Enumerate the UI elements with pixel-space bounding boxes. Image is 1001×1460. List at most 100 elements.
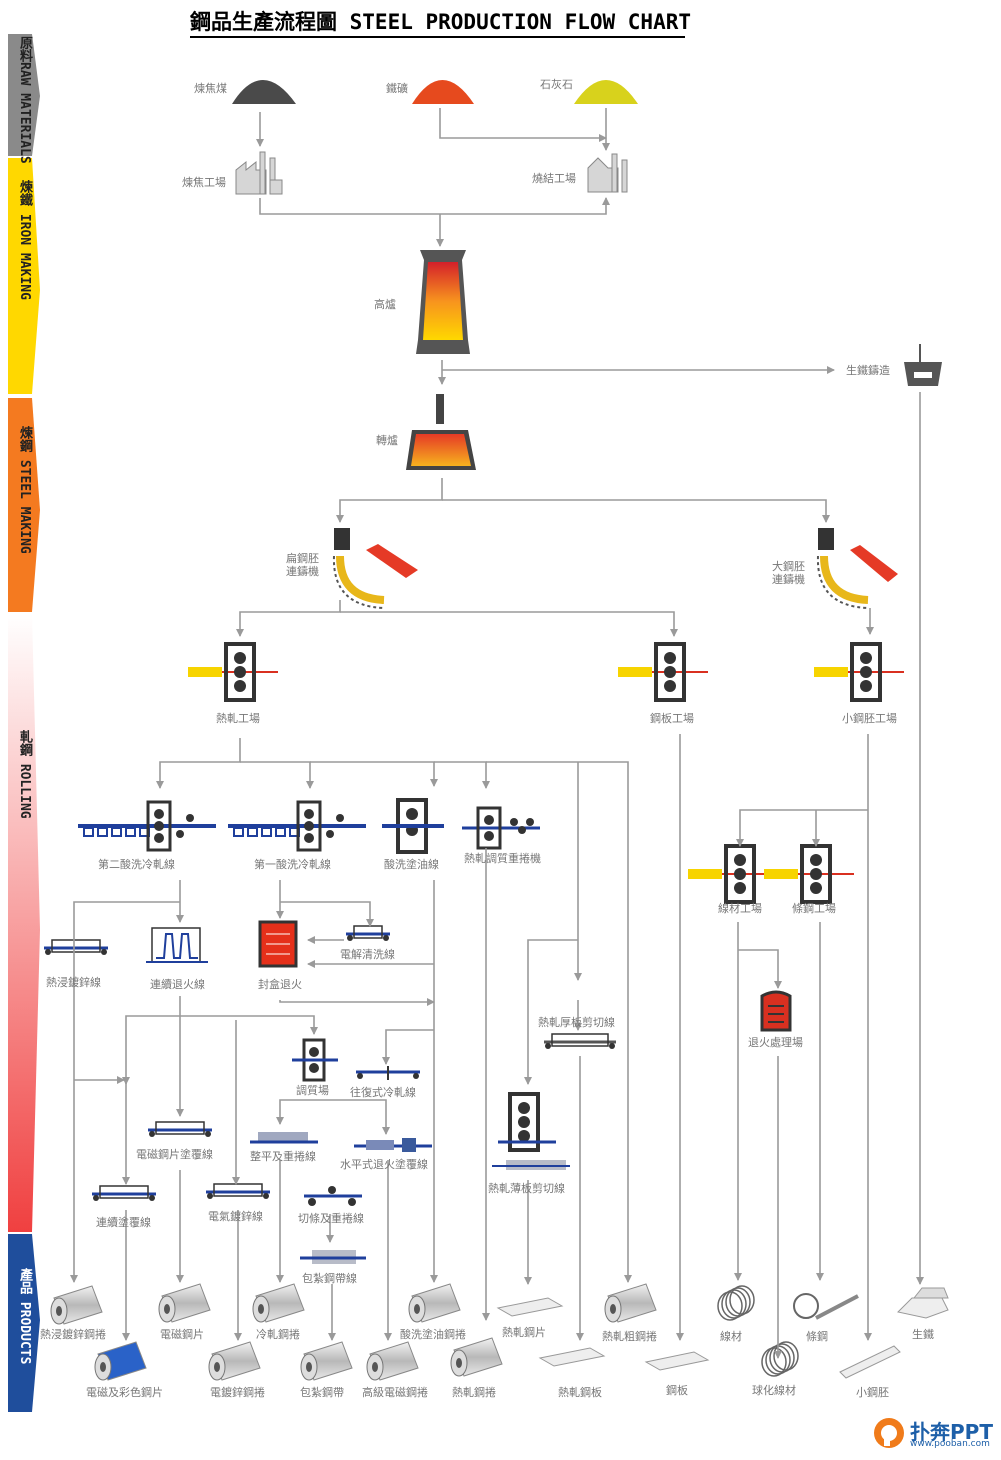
product-label-ep-color-sheet: 電磁及彩色鋼片 xyxy=(86,1386,163,1399)
cold-mill-1-icon-tank-1 xyxy=(233,827,244,837)
horiz-anneal-coater xyxy=(402,1138,416,1152)
slab-caster-tundish xyxy=(334,528,350,550)
cold-mill-1-icon-stand xyxy=(296,800,322,852)
pig-iron-icon xyxy=(896,1287,949,1319)
cold-mill-1-icon-tank-3 xyxy=(261,827,272,837)
thin-plate-mill-icon-roll-1 xyxy=(518,1102,530,1114)
flow-arrow-16 xyxy=(310,761,438,787)
cold-mill-2-icon-roll-1 xyxy=(154,809,164,819)
node-label-pig-iron-casting: 生鐵鑄造 xyxy=(846,364,890,377)
skin-pass-icon xyxy=(462,806,540,850)
product-label-hot-dip-galv-coil: 熱浸鍍鋅鋼捲 xyxy=(40,1328,106,1341)
product-label-cold-rolled-coil: 冷軋鋼捲 xyxy=(256,1328,300,1341)
node-label-heavy-plate-shear: 熱軋厚板剪切線 xyxy=(538,1016,615,1029)
hot-strip-mill-icon-roll-2 xyxy=(234,666,246,678)
pickled-oiled-coil-icon-core xyxy=(414,1304,420,1314)
product-label-spheroidized-wire: 球化線材 xyxy=(752,1384,796,1397)
stage-label-rolling: 軋鋼 ROLLING xyxy=(17,730,32,819)
flow-arrow-45 xyxy=(524,939,578,1085)
hot-dip-galv-coil-icon-core xyxy=(56,1306,62,1316)
flow-arrow-43 xyxy=(276,1099,314,1125)
cold-mill-2-icon-roll-2 xyxy=(154,821,164,831)
hi-grade-electrical-icon xyxy=(366,1341,419,1381)
spheroidized-wire-icon xyxy=(761,1341,799,1377)
product-label-billet: 小鋼胚 xyxy=(856,1386,889,1399)
slab-product xyxy=(366,544,418,578)
pickling-line-icon xyxy=(382,798,444,854)
coke-plant-icon xyxy=(235,160,267,195)
bar-rod xyxy=(815,1294,859,1320)
raw-material-piles xyxy=(232,80,638,104)
node-label-hot-dip-galv: 熱浸鍍鋅線 xyxy=(46,976,101,989)
heavy-plate-shear-icon-roll-out xyxy=(609,1043,615,1049)
node-label-billet-mill: 小鋼胚工場 xyxy=(842,712,897,725)
stage-label-steel-making: 煉鋼 STEEL MAKING xyxy=(17,426,32,554)
flow-arrow-2 xyxy=(439,108,607,142)
electrolytic-cleaning-icon-roll-in xyxy=(347,935,353,941)
wire-rod-icon xyxy=(717,1285,755,1321)
node-label-coke-plant: 煉焦工場 xyxy=(182,176,226,189)
coal-pile-icon xyxy=(232,80,296,104)
watermark-name: 扑奔PPT xyxy=(910,1420,993,1444)
flow-arrow-38 xyxy=(122,1015,280,1085)
converter-lance xyxy=(436,394,444,424)
stage-label-raw-materials: 原料RAW MATERIALS xyxy=(17,36,32,164)
chart-title: 鋼品生產流程圖 STEEL PRODUCTION FLOW CHART xyxy=(190,6,691,38)
bloom-caster-strand xyxy=(820,555,869,604)
watermark-logo-icon xyxy=(874,1418,904,1448)
reversing-reel-1 xyxy=(357,1073,363,1079)
skin-pass-coil-1 xyxy=(510,818,518,826)
flow-arrow-39 xyxy=(382,1029,434,1065)
coke-plant-annex xyxy=(269,179,283,195)
flow-arrow-30 xyxy=(280,901,374,927)
temper-roll-2 xyxy=(309,1063,319,1073)
pig-iron-ingot-2 xyxy=(912,1287,949,1299)
stage-bar-rolling xyxy=(8,614,40,1232)
slab-caster-strand xyxy=(336,555,385,604)
thin-plate-mill-icon xyxy=(508,1092,540,1152)
product-label-strapping-strip: 包紮鋼帶 xyxy=(300,1386,344,1399)
node-label-batch-annealing: 封盒退火 xyxy=(258,978,302,991)
hot-rolled-sheet-icon xyxy=(496,1297,564,1317)
bloom-caster-tundish xyxy=(818,528,834,550)
stage-bar-iron-making xyxy=(8,158,40,394)
wire-rod-loop-3 xyxy=(725,1287,751,1317)
hot-dip-galv-coil-icon xyxy=(50,1285,103,1325)
wire-rod-mill-icon-roll-2 xyxy=(734,868,746,880)
horiz-anneal-icon xyxy=(354,1138,432,1152)
electrical-steel-icon-core xyxy=(164,1304,170,1314)
hot-strip-mill-icon xyxy=(188,642,278,702)
node-label-limestone: 石灰石 xyxy=(540,78,573,91)
pig-iron-ingot-1 xyxy=(896,1297,949,1319)
factory-icons xyxy=(235,151,628,195)
flow-arrow-37 xyxy=(280,1015,318,1035)
node-label-slit-recoil: 切條及重捲線 xyxy=(298,1212,364,1225)
spheroidized-wire-loop-3 xyxy=(769,1343,795,1373)
cold-mill-2-icon-tank-4 xyxy=(125,827,136,837)
bar-coil xyxy=(793,1293,819,1319)
flow-arrow-11 xyxy=(236,600,341,637)
node-label-hot-strip-mill: 熱軋工場 xyxy=(216,712,260,725)
plate-mill-icon-roll-2 xyxy=(664,666,676,678)
hot-dip-galv-icon xyxy=(44,939,108,955)
cold-mill-1-icon-roll-3 xyxy=(304,833,314,843)
bar-mill-icon xyxy=(764,844,854,904)
flow-arrow-35 xyxy=(279,998,435,1006)
slit-roll-3 xyxy=(348,1198,356,1206)
horiz-anneal-furnace xyxy=(366,1140,394,1150)
cold-mill-1-icon-pinch-1 xyxy=(326,830,334,838)
ep-color-sheet-icon-core xyxy=(100,1362,106,1372)
plate-mill-icon-roll-1 xyxy=(664,652,676,664)
flow-arrow-26 xyxy=(738,949,782,989)
converter-melt xyxy=(411,434,471,466)
hot-rolled-plate-icon xyxy=(538,1347,606,1367)
electrolytic-cleaning-icon xyxy=(346,925,390,941)
billet-mill-icon-roll-2 xyxy=(860,666,872,678)
process-line-icons xyxy=(44,798,792,1264)
flow-arrow-14 xyxy=(156,738,241,789)
node-label-pickling-oiling: 酸洗塗油線 xyxy=(384,858,439,871)
hot-dip-galv-icon-roll-out xyxy=(101,949,107,955)
node-label-strapping: 包紮鋼帶線 xyxy=(302,1272,357,1285)
iron-ore-pile-icon xyxy=(412,80,474,104)
reversing-reel-2 xyxy=(413,1073,419,1079)
